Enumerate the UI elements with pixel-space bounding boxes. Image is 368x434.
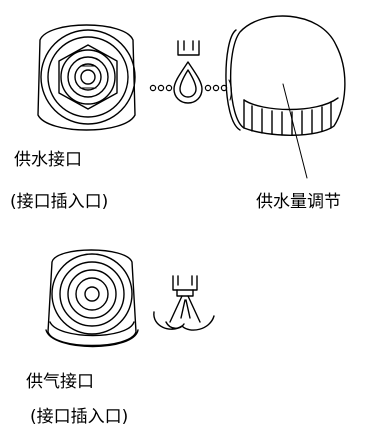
air-inlet-connector: [45, 249, 139, 348]
water-volume-knob-label: 供水量调节: [256, 192, 341, 212]
air-spray-icon: [153, 275, 215, 331]
connector-dots-right: [204, 84, 228, 92]
air-inlet-note: (接口插入口): [30, 407, 129, 427]
water-inlet-label: 供水接口: [14, 150, 82, 170]
connector-dots-left: [149, 84, 173, 92]
water-inlet-connector: [37, 24, 136, 131]
water-inlet-note: (接口插入口): [10, 192, 109, 212]
air-inlet-label: 供气接口: [26, 372, 94, 392]
water-drop-icon: [173, 40, 203, 104]
water-volume-knob: [225, 15, 346, 179]
